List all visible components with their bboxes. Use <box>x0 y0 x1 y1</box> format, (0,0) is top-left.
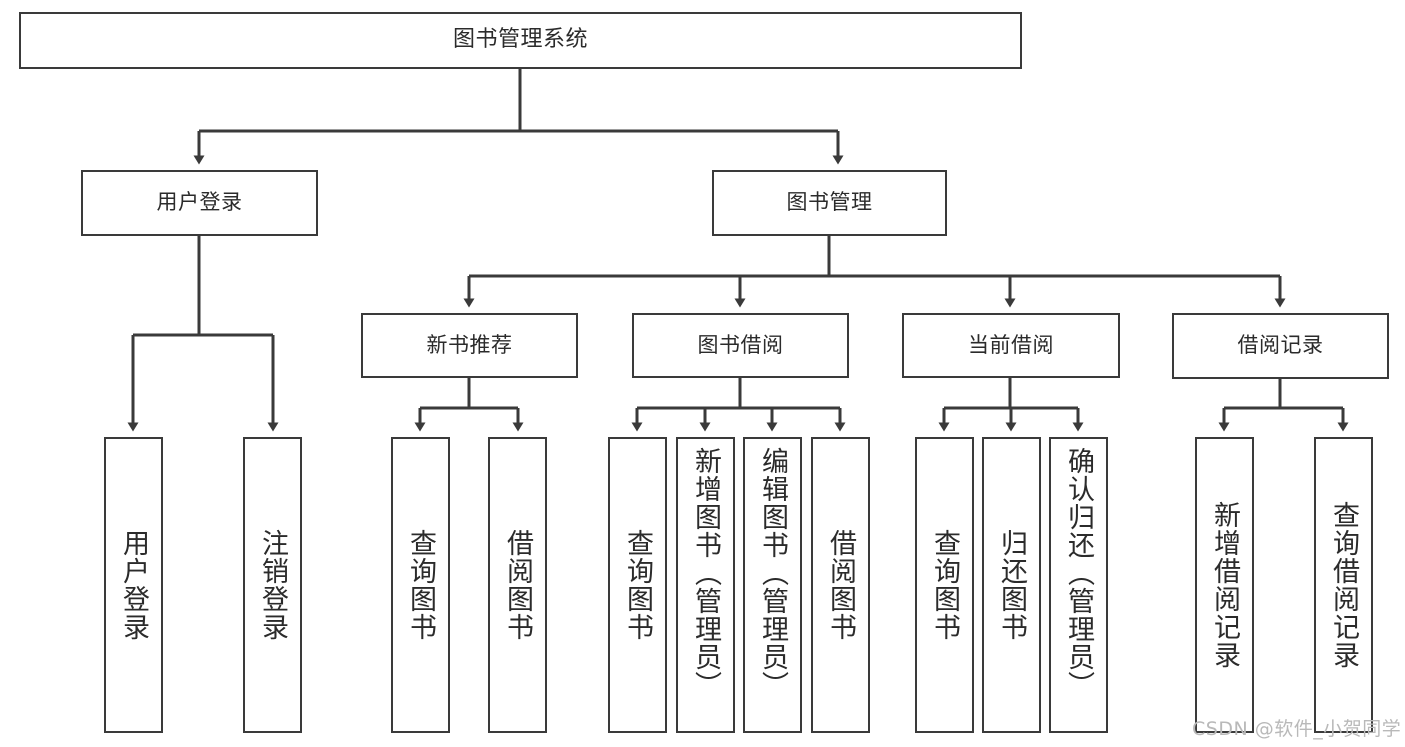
node-label: 用户登录 <box>118 529 149 641</box>
node-label: 借阅记录 <box>1237 333 1324 358</box>
watermark-text: CSDN @软件_小贺同学 <box>1192 718 1402 740</box>
node-new-book-recommend[interactable]: 新书推荐 <box>361 313 578 378</box>
leaf-add-borrow-record[interactable]: 新增借阅记录 <box>1195 437 1254 733</box>
node-borrow-record[interactable]: 借阅记录 <box>1172 313 1389 379</box>
node-label: 用户登录 <box>156 190 243 215</box>
node-user-login[interactable]: 用户登录 <box>81 170 318 236</box>
leaf-query-book-recommend[interactable]: 查询图书 <box>391 437 450 733</box>
node-label: 新书推荐 <box>426 332 513 357</box>
node-label: 查询图书 <box>405 529 436 641</box>
node-book-borrow[interactable]: 图书借阅 <box>632 313 849 378</box>
node-label: 编辑图书（管理员） <box>757 447 788 699</box>
leaf-edit-book-admin[interactable]: 编辑图书（管理员） <box>743 437 802 733</box>
node-label: 查询图书 <box>622 529 653 641</box>
node-label: 借阅图书 <box>502 529 533 641</box>
leaf-user-login[interactable]: 用户登录 <box>104 437 163 733</box>
leaf-query-borrow-record[interactable]: 查询借阅记录 <box>1314 437 1373 733</box>
node-label: 查询图书 <box>929 529 960 641</box>
node-current-borrow[interactable]: 当前借阅 <box>902 313 1120 378</box>
leaf-add-book-admin[interactable]: 新增图书（管理员） <box>676 437 735 733</box>
leaf-query-book-current[interactable]: 查询图书 <box>915 437 974 733</box>
node-label: 注销登录 <box>257 529 288 641</box>
node-label: 查询借阅记录 <box>1328 501 1359 669</box>
node-label: 图书管理系统 <box>452 27 588 53</box>
node-label: 新增借阅记录 <box>1209 501 1240 669</box>
node-root-system[interactable]: 图书管理系统 <box>19 12 1022 69</box>
leaf-borrow-book-recommend[interactable]: 借阅图书 <box>488 437 547 733</box>
leaf-query-book-borrow[interactable]: 查询图书 <box>608 437 667 733</box>
leaf-return-book[interactable]: 归还图书 <box>982 437 1041 733</box>
node-book-management[interactable]: 图书管理 <box>712 170 947 236</box>
node-label: 图书管理 <box>786 190 873 215</box>
node-label: 借阅图书 <box>825 529 856 641</box>
node-label: 确认归还（管理员） <box>1063 447 1094 699</box>
leaf-confirm-return-admin[interactable]: 确认归还（管理员） <box>1049 437 1108 733</box>
leaf-logout[interactable]: 注销登录 <box>243 437 302 733</box>
node-label: 归还图书 <box>996 529 1027 641</box>
leaf-borrow-book[interactable]: 借阅图书 <box>811 437 870 733</box>
node-label: 新增图书（管理员） <box>690 447 721 699</box>
node-label: 当前借阅 <box>968 332 1054 357</box>
node-label: 图书借阅 <box>697 332 784 357</box>
